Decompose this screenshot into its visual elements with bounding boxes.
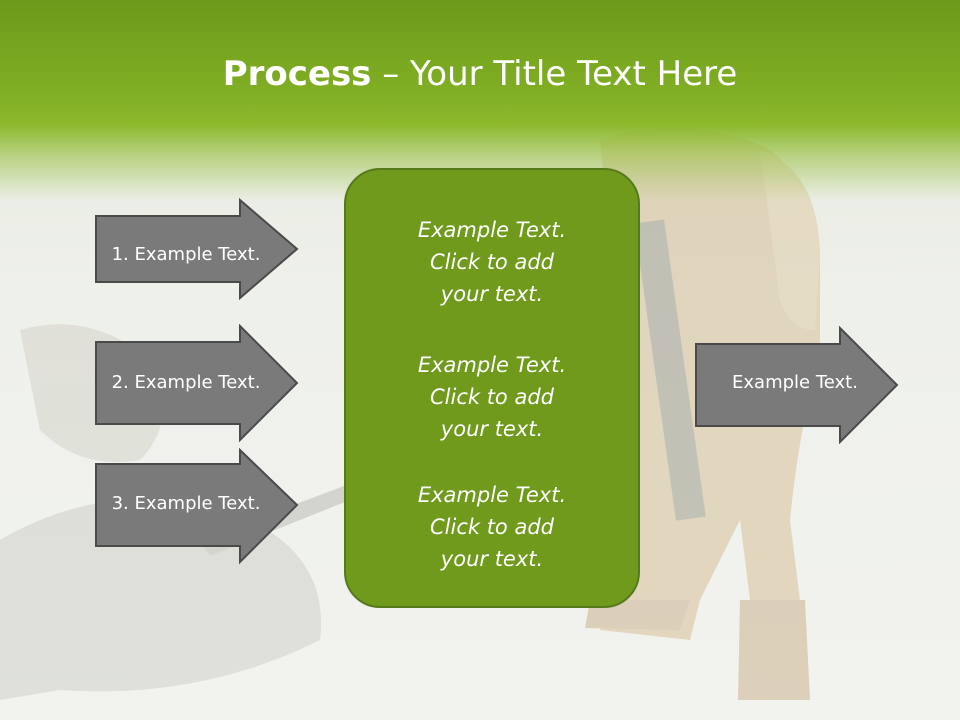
arrow-step-2[interactable]	[94, 324, 300, 442]
slide-title: Process – Your Title Text Here	[0, 52, 960, 96]
text-block-2-line-1: Example Text.	[417, 353, 567, 377]
arrow-step-1-label: 1. Example Text.	[111, 244, 261, 265]
text-block-2-line-2: Click to add	[429, 385, 554, 409]
text-block-3-line-1: Example Text.	[417, 483, 567, 507]
arrow-output[interactable]	[694, 326, 900, 444]
text-block-3-line-3: your text.	[440, 547, 544, 571]
arrow-output-label: Example Text.	[732, 372, 858, 393]
arrow-step-2-label: 2. Example Text.	[111, 372, 261, 393]
arrow-step-1[interactable]	[94, 198, 300, 300]
arrow-step-3[interactable]	[94, 448, 300, 566]
arrow-step-3-label: 3. Example Text.	[111, 493, 261, 514]
title-rest: – Your Title Text Here	[371, 54, 738, 94]
text-block-2: Example Text. Click to add your text.	[346, 349, 638, 445]
text-block-2-line-3: your text.	[440, 417, 544, 441]
header-band	[0, 0, 960, 200]
title-bold: Process	[222, 54, 372, 94]
text-block-1-line-3: your text.	[440, 282, 544, 306]
text-block-3-line-2: Click to add	[429, 515, 554, 539]
center-text-box[interactable]: Example Text. Click to add your text. Ex…	[344, 168, 640, 608]
text-block-1-line-1: Example Text.	[417, 218, 567, 242]
text-block-3: Example Text. Click to add your text.	[346, 479, 638, 575]
text-block-1-line-2: Click to add	[429, 250, 554, 274]
text-block-1: Example Text. Click to add your text.	[346, 214, 638, 310]
